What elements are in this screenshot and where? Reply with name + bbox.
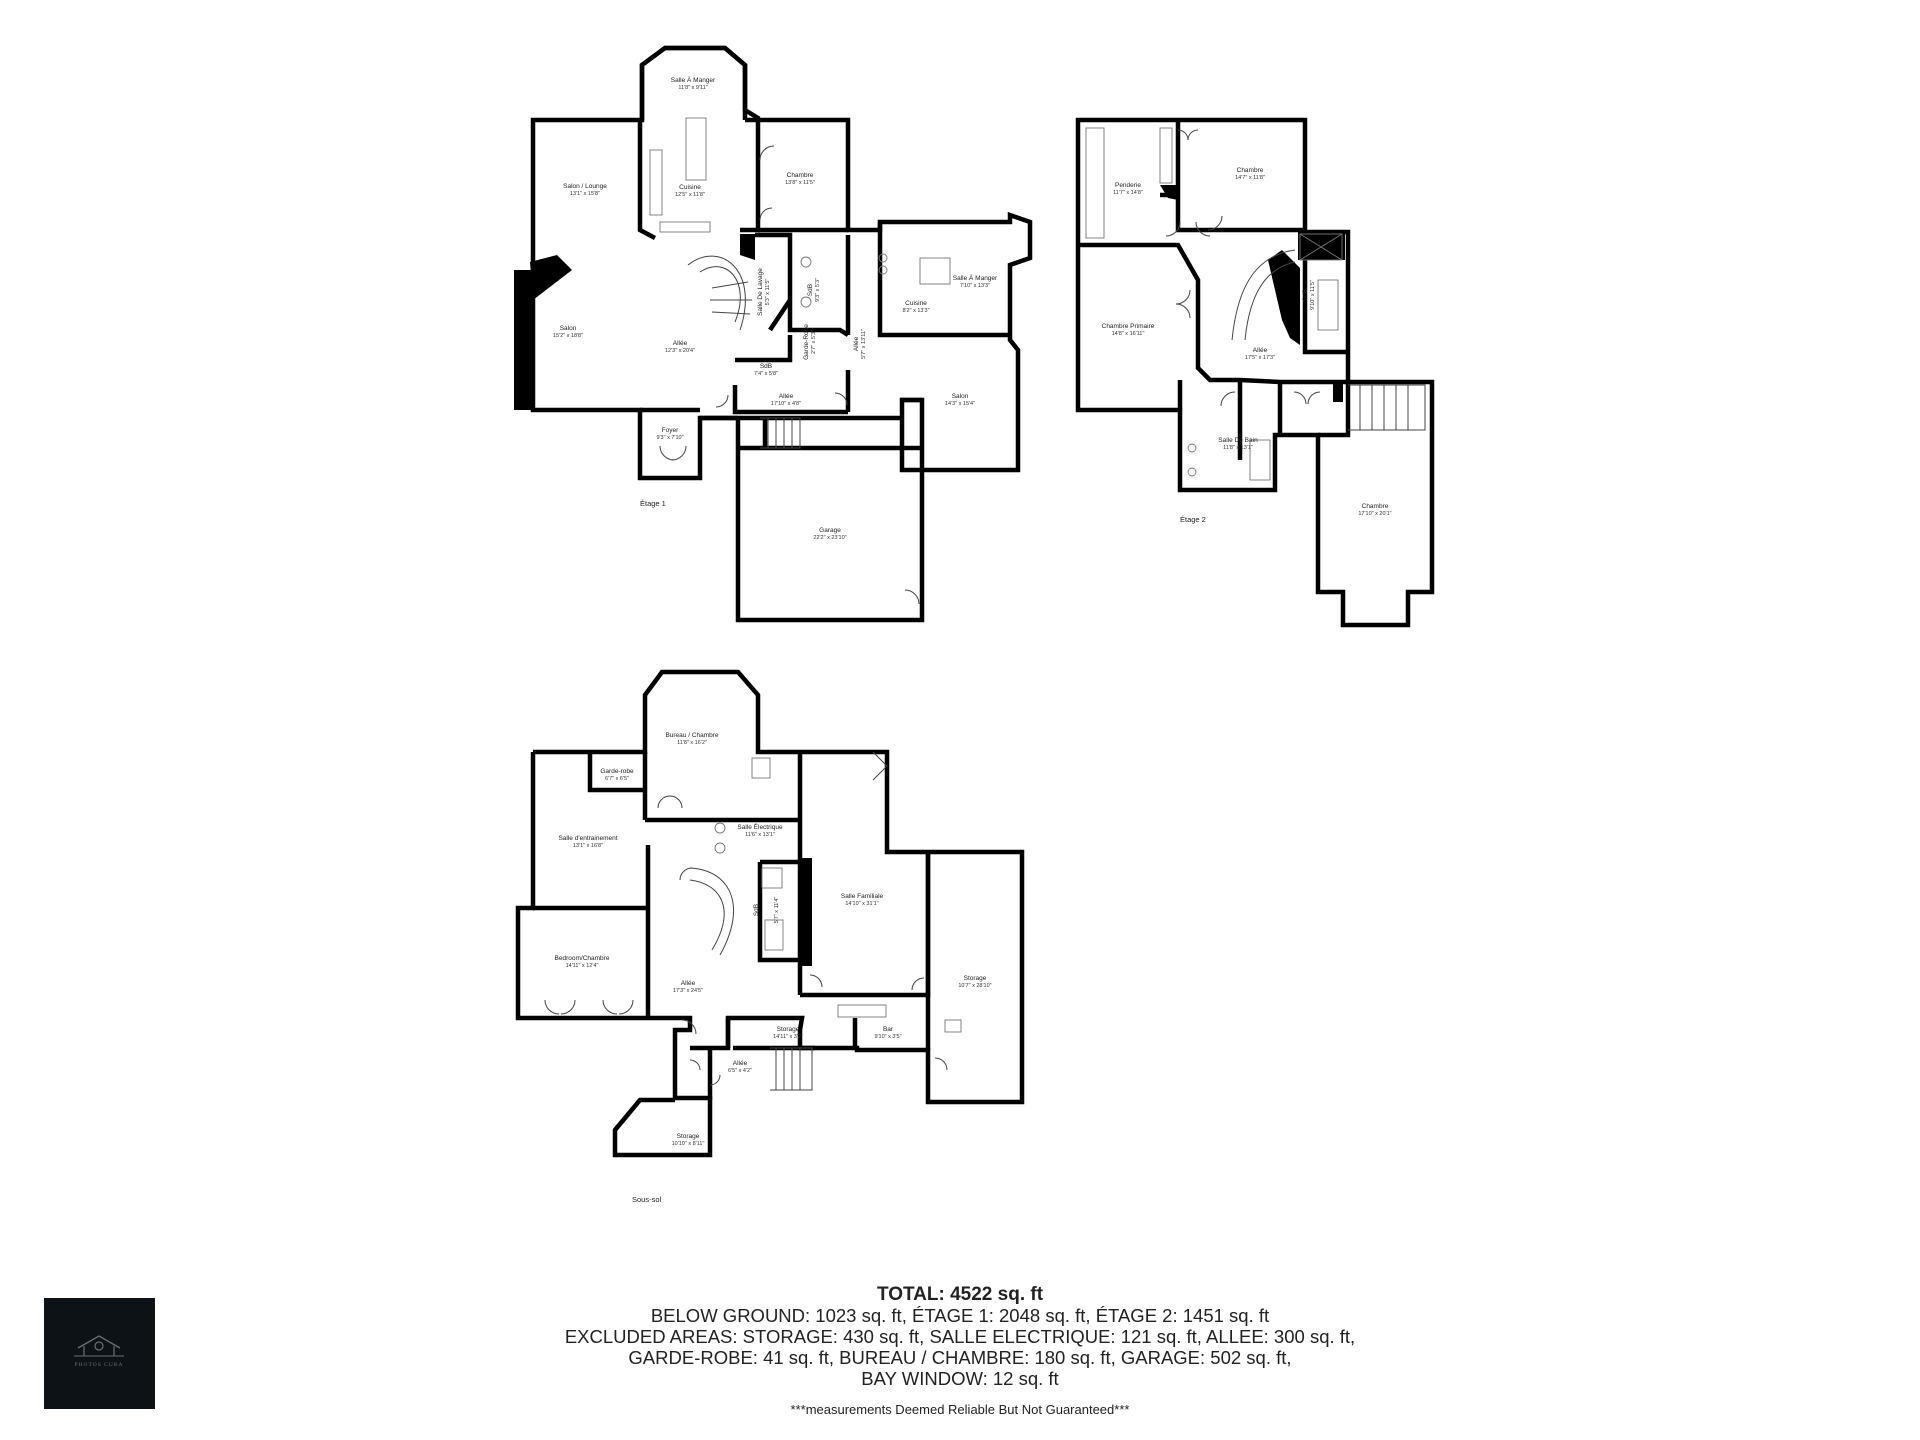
- room-name: SdB: [807, 284, 814, 296]
- room-name: Cuisine: [905, 300, 927, 307]
- room-name: Bedroom/Chambre: [555, 955, 610, 962]
- room-dim: 13'1" x 16'8": [573, 843, 603, 849]
- summary-line: GARDE-ROBE: 41 sq. ft, BUREAU / CHAMBRE:…: [628, 1347, 1292, 1368]
- room-dim: 12'5" x 11'8": [675, 192, 705, 198]
- company-logo: PHOTOS CUBA: [44, 1298, 155, 1409]
- room-name: Bar: [883, 1026, 894, 1033]
- room-dim: 14'7" x 11'8": [1235, 175, 1265, 181]
- room-dim: 14'8" x 16'11": [1112, 331, 1145, 337]
- room-name: SdB: [760, 363, 772, 370]
- room-name: Chambre: [1237, 167, 1264, 174]
- room-dim: 7'10" x 13'3": [960, 283, 990, 289]
- room-name: Garde-robe: [600, 768, 634, 775]
- room-dim: 10'7" x 28'10": [958, 983, 991, 989]
- room-name: Garde-Robe: [803, 324, 810, 360]
- summary-line: BAY WINDOW: 12 sq. ft: [861, 1368, 1059, 1389]
- room-name: SdB: [753, 904, 760, 916]
- floor-label: Étage 2: [1180, 515, 1206, 524]
- room-dim: 15'2" x 18'8": [553, 333, 583, 339]
- room-dim: 17'5" x 17'3": [1245, 355, 1275, 361]
- room-name: Salle Familiale: [841, 893, 884, 900]
- room-dim: 13'8" x 11'5": [785, 180, 815, 186]
- room-name: Allée: [853, 336, 860, 351]
- room-name: Salle De Lavage: [757, 268, 764, 316]
- room-name: Salle À Manger: [671, 75, 716, 84]
- room-name: Salle À Manger: [953, 273, 998, 282]
- room-name: Allée: [673, 340, 688, 347]
- room-dim: 9'10" x 3'5": [874, 1034, 901, 1040]
- room-dim: 10'10" x 8'11": [672, 1141, 705, 1147]
- room-name: Salon / Lounge: [563, 183, 607, 190]
- room-dim: 8'2" x 13'3": [902, 308, 929, 314]
- room-name: SdB: [1302, 289, 1309, 301]
- room-name: Salle De Bain: [1218, 437, 1258, 444]
- room-dim: 11'7" x 14'8": [1113, 190, 1143, 196]
- room-dim: 7'4" x 5'8": [754, 371, 778, 377]
- room-dim: 5'7" x 13'11": [861, 329, 867, 359]
- room-name: Storage: [964, 975, 987, 982]
- room-name: Allée: [1253, 347, 1268, 354]
- room-dim: 13'1" x 15'8": [570, 191, 600, 197]
- house-logo-icon: PHOTOS CUBA: [74, 1335, 124, 1368]
- room-dim: 11'8" x 13'1": [1223, 445, 1253, 451]
- room-dim: 5'3" x 11'5": [765, 279, 771, 306]
- floor-sous-sol: Bureau / Chambre 11'8" x 16'2" Garde-rob…: [515, 669, 1025, 1204]
- total-area: TOTAL: 4522 sq. ft: [876, 1284, 1044, 1305]
- room-dim: 14'10" x 31'1": [845, 901, 878, 907]
- room-dim: 11'6" x 13'1": [745, 832, 775, 838]
- room-name: Garage: [819, 527, 841, 534]
- room-dim: 9'10" x 11'5": [1310, 280, 1316, 310]
- room-name: Allée: [779, 393, 794, 400]
- room-name: Storage: [777, 1026, 800, 1033]
- room-dim: 6'7" x 6'5": [605, 776, 629, 782]
- room-name: Storage: [677, 1133, 700, 1140]
- floor-etage-2: Penderie 11'7" x 14'8" Chambre 14'7" x 1…: [1075, 117, 1435, 628]
- room-dim: 12'3" x 20'4": [665, 348, 695, 354]
- room-dim: 17'3" x 24'5": [673, 988, 703, 994]
- room-dim: 14'11" x 12'4": [566, 963, 599, 969]
- room-name: Chambre: [1362, 503, 1389, 510]
- room-name: Penderie: [1115, 182, 1141, 189]
- room-name: Foyer: [662, 427, 679, 434]
- room-dim: 14'3" x 15'4": [945, 401, 975, 407]
- summary-line: EXCLUDED AREAS: STORAGE: 430 sq. ft, SAL…: [564, 1326, 1356, 1347]
- room-name: Chambre Primaire: [1102, 323, 1155, 330]
- room-name: Cuisine: [679, 184, 701, 191]
- room-dim: 11'8" x 16'2": [677, 740, 707, 746]
- room-name: Chambre: [787, 172, 814, 179]
- room-name: Bureau / Chambre: [665, 732, 718, 739]
- summary-line: BELOW GROUND: 1023 sq. ft, ÉTAGE 1: 2048…: [650, 1305, 1270, 1326]
- room-dim: 5'7" x 11'4": [774, 897, 780, 924]
- room-name: Allée: [681, 980, 696, 987]
- floor-label: Étage 1: [640, 499, 666, 508]
- svg-text:PHOTOS CUBA: PHOTOS CUBA: [75, 1362, 124, 1368]
- room-dim: 2'7" x 5'3": [811, 330, 817, 354]
- room-name: Allée: [733, 1060, 748, 1067]
- room-name: Salon: [952, 393, 969, 400]
- floor-label: Sous-sol: [632, 1195, 662, 1204]
- room-dim: 6'5" x 4'2": [728, 1068, 752, 1074]
- room-dim: 17'10" x 4'8": [771, 401, 801, 407]
- room-dim: 9'3" x 5'3": [815, 278, 821, 302]
- room-dim: 14'11" x 3'2": [773, 1034, 803, 1040]
- room-name: Salle d'entrainement: [558, 835, 617, 842]
- area-summary: TOTAL: 4522 sq. ft BELOW GROUND: 1023 sq…: [0, 1284, 1920, 1389]
- room-dim: 9'3" x 7'10": [656, 435, 683, 441]
- room-dim: 17'10" x 20'1": [1358, 511, 1391, 517]
- room-dim: 22'2" x 23'10": [813, 535, 846, 541]
- room-name: Salle Électrique: [737, 822, 783, 831]
- floor-etage-1: Salle À Manger 11'8" x 9'11" Salon / Lou…: [514, 45, 1033, 623]
- room-name: Salon: [560, 325, 577, 332]
- room-dim: 11'8" x 9'11": [678, 85, 707, 91]
- disclaimer: ***measurements Deemed Reliable But Not …: [790, 1402, 1130, 1417]
